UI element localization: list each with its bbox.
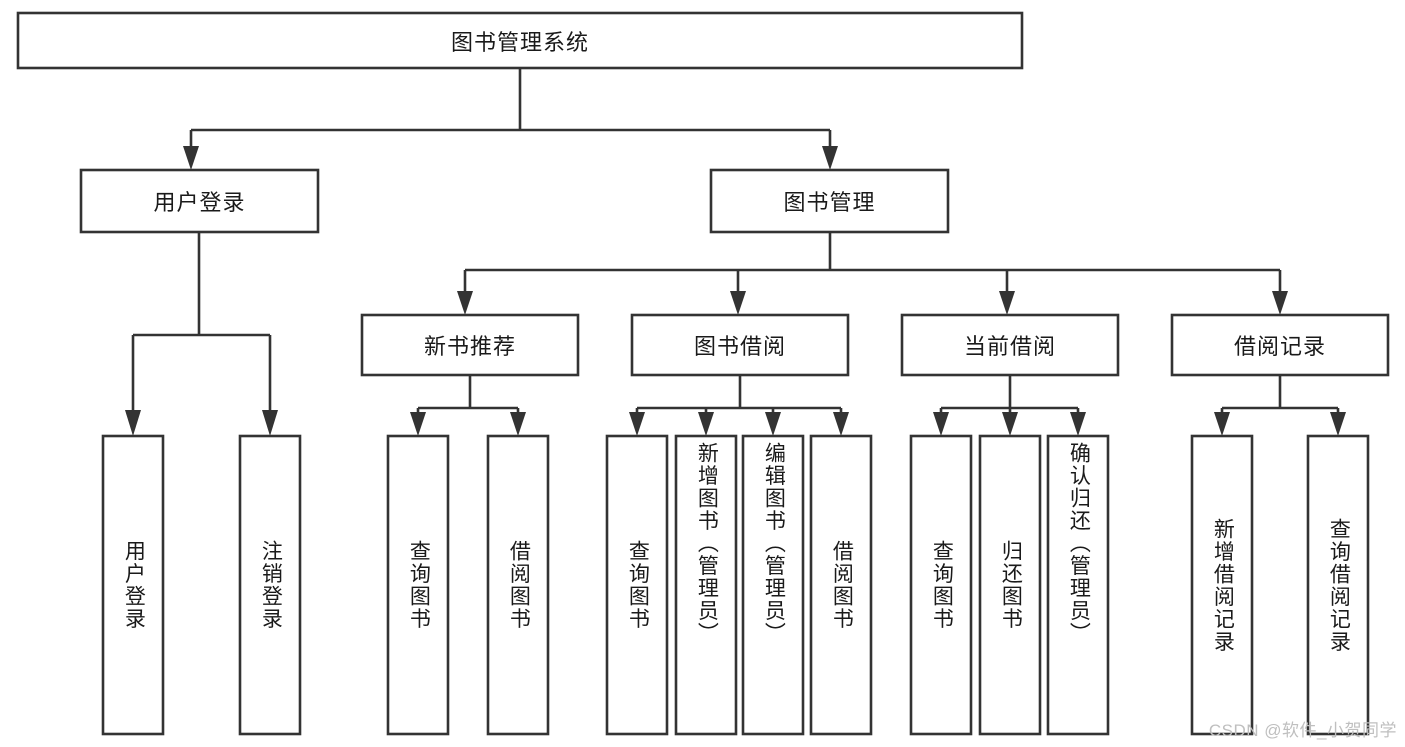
arrow-head-leaf-confirm-return bbox=[1070, 412, 1086, 436]
arrow-head-leaf-query-book-2 bbox=[629, 412, 645, 436]
arrow-head-leaf-query-record bbox=[1330, 412, 1346, 436]
node-box-leaf-borrow-book-1[interactable] bbox=[486, 434, 550, 736]
node-box-leaf-edit-book[interactable] bbox=[741, 434, 805, 736]
arrow-head-leaf-user-logout bbox=[262, 410, 278, 436]
node-box-leaf-user-logout[interactable] bbox=[238, 434, 302, 736]
arrow-head-leaf-edit-book bbox=[765, 412, 781, 436]
node-box-leaf-return-book[interactable] bbox=[978, 434, 1042, 736]
arrow-head-newbook bbox=[457, 291, 473, 315]
arrow-head-leaf-borrow-book-2 bbox=[833, 412, 849, 436]
arrow-head-leaf-return-book bbox=[1002, 412, 1018, 436]
arrow-head-leaf-add-record bbox=[1214, 412, 1230, 436]
connector-current-to-leaves bbox=[933, 375, 1086, 436]
node-box-leaf-confirm-return[interactable] bbox=[1046, 434, 1110, 736]
node-box-leaf-query-book-3[interactable] bbox=[909, 434, 973, 736]
arrow-head-bookmgmt bbox=[822, 146, 838, 170]
node-box-bookmgmt[interactable] bbox=[709, 168, 950, 234]
arrow-head-leaf-user-login bbox=[125, 410, 141, 436]
node-box-leaf-query-book-2[interactable] bbox=[605, 434, 669, 736]
arrow-head-login bbox=[183, 146, 199, 170]
node-box-leaf-add-book[interactable] bbox=[674, 434, 738, 736]
node-box-root[interactable] bbox=[16, 11, 1024, 70]
connector-root-to-level2 bbox=[183, 68, 838, 170]
node-box-leaf-user-login[interactable] bbox=[101, 434, 165, 736]
node-box-leaf-add-record[interactable] bbox=[1190, 434, 1254, 736]
connector-bookmgmt-to-level3 bbox=[457, 232, 1288, 315]
node-box-login[interactable] bbox=[79, 168, 320, 234]
arrow-head-records bbox=[1272, 291, 1288, 315]
node-box-leaf-query-record[interactable] bbox=[1306, 434, 1370, 736]
connector-login-to-leaves bbox=[125, 232, 278, 436]
connector-records-to-leaves bbox=[1214, 375, 1346, 436]
connector-newbook-to-leaves bbox=[410, 375, 526, 436]
arrow-head-leaf-borrow-book-1 bbox=[510, 412, 526, 436]
arrow-head-current bbox=[999, 291, 1015, 315]
node-box-leaf-borrow-book-2[interactable] bbox=[809, 434, 873, 736]
arrow-head-leaf-query-book-1 bbox=[410, 412, 426, 436]
arrow-head-leaf-add-book bbox=[698, 412, 714, 436]
arrow-head-borrow bbox=[730, 291, 746, 315]
node-box-leaf-query-book-1[interactable] bbox=[386, 434, 450, 736]
node-box-current[interactable] bbox=[900, 313, 1120, 377]
node-box-borrow[interactable] bbox=[630, 313, 850, 377]
connector-borrow-to-leaves bbox=[629, 375, 849, 436]
arrow-head-leaf-query-book-3 bbox=[933, 412, 949, 436]
node-box-newbook[interactable] bbox=[360, 313, 580, 377]
node-box-records[interactable] bbox=[1170, 313, 1390, 377]
